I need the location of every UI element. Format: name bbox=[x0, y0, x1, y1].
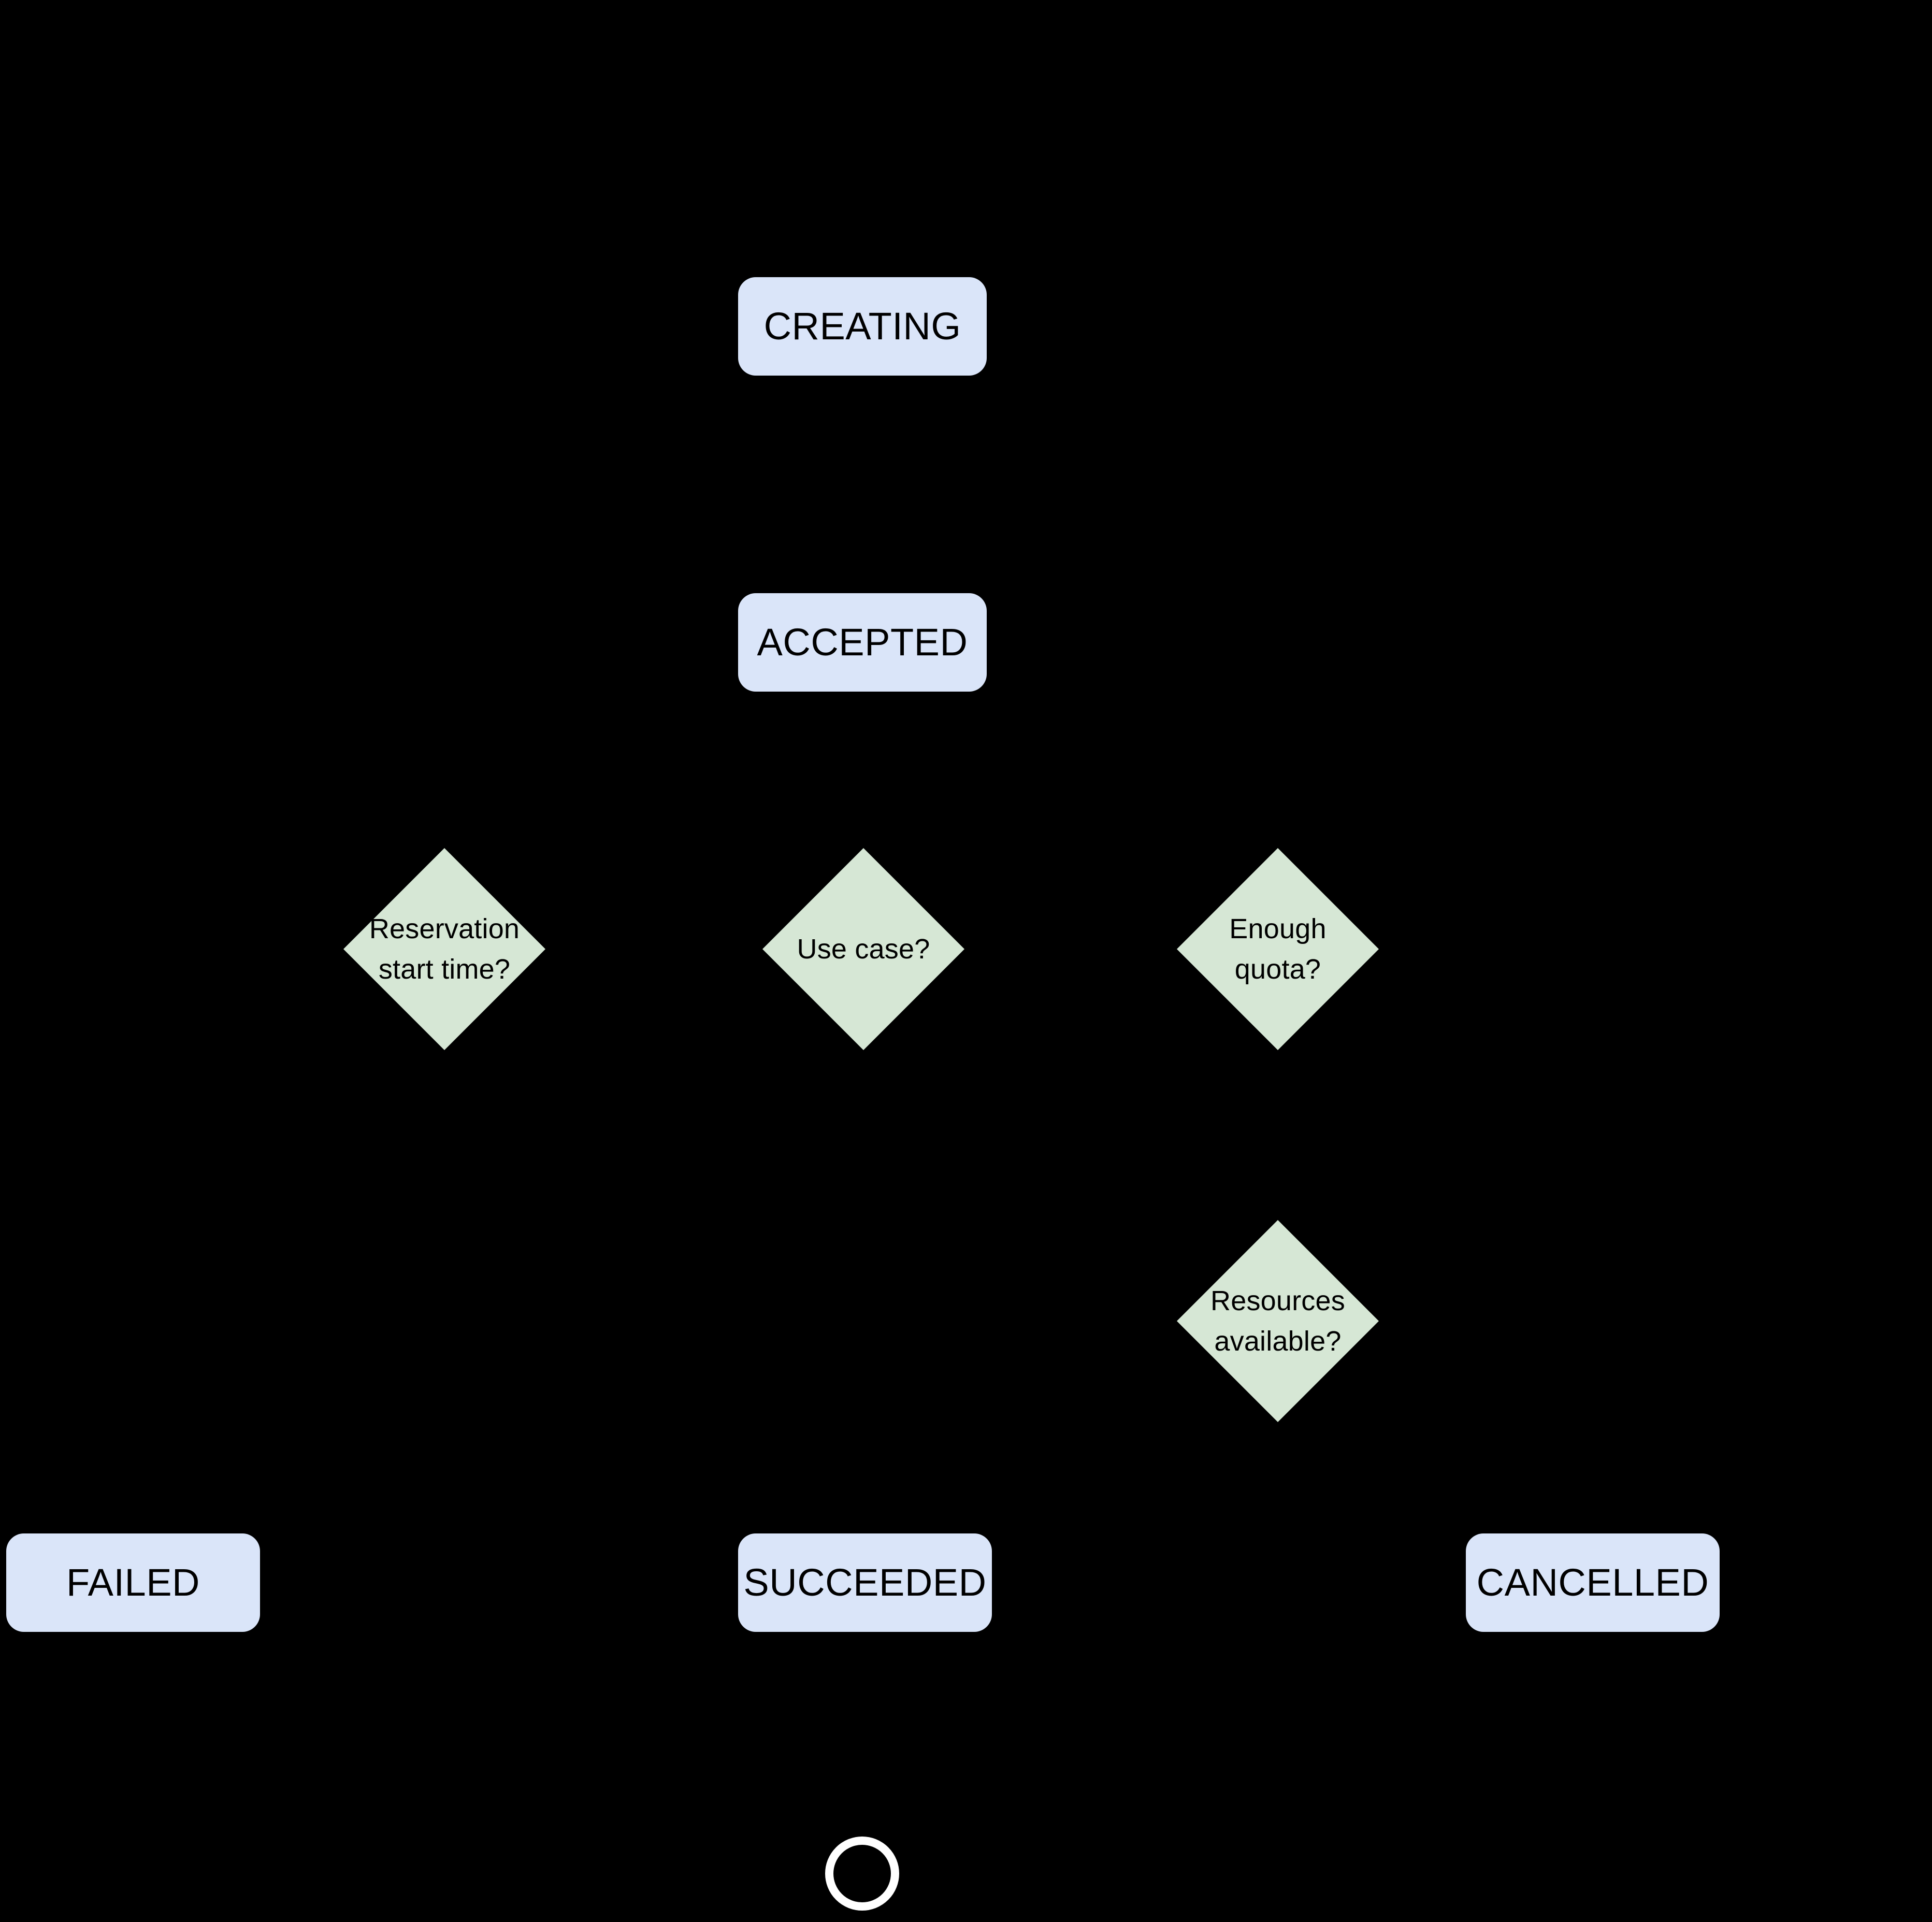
state-label-creating: CREATING bbox=[763, 305, 961, 348]
edge-reservation-start-time-failed bbox=[110, 1050, 445, 1584]
edge-resources-available-cancelled bbox=[1276, 1422, 1482, 1584]
state-node-failed[interactable]: FAILED bbox=[6, 1533, 260, 1632]
edge-accepted-enough-quota bbox=[861, 692, 1279, 848]
state-node-creating[interactable]: CREATING bbox=[738, 277, 987, 376]
decision-label-reservation-start-time: Reservation start time? bbox=[369, 913, 520, 985]
end-circle-icon[interactable] bbox=[825, 1837, 899, 1911]
state-node-cancelled[interactable]: CANCELLED bbox=[1466, 1533, 1720, 1632]
state-node-accepted[interactable]: ACCEPTED bbox=[738, 593, 987, 692]
decision-node-use-case[interactable]: Use case? bbox=[762, 848, 964, 1050]
edge-accepted-reservation-start-time bbox=[442, 692, 864, 848]
decision-node-resources-available[interactable]: Resources available? bbox=[1177, 1220, 1379, 1422]
decision-label-use-case: Use case? bbox=[797, 933, 930, 965]
decision-label-resources-available: Resources available? bbox=[1210, 1285, 1345, 1357]
state-label-cancelled: CANCELLED bbox=[1476, 1561, 1709, 1604]
decision-label-enough-quota: Enough quota? bbox=[1229, 913, 1327, 985]
decision-node-reservation-start-time[interactable]: Reservation start time? bbox=[343, 848, 545, 1050]
state-label-failed: FAILED bbox=[66, 1561, 200, 1604]
state-label-succeeded: SUCCEEDED bbox=[743, 1561, 987, 1604]
decision-node-enough-quota[interactable]: Enough quota? bbox=[1177, 848, 1379, 1050]
state-node-succeeded[interactable]: SUCCEEDED bbox=[738, 1533, 992, 1632]
state-label-accepted: ACCEPTED bbox=[757, 621, 968, 664]
